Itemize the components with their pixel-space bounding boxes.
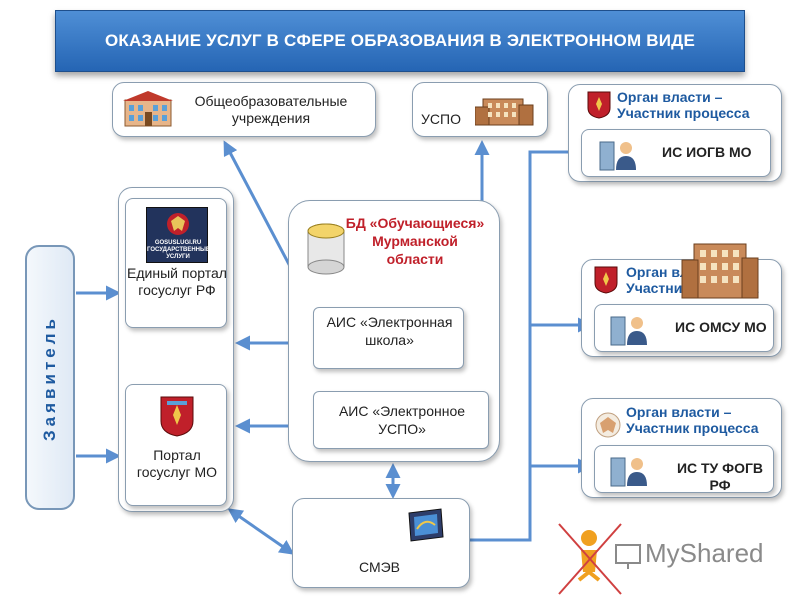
murmansk-coat-of-arms-icon xyxy=(160,396,194,437)
office-worker-icon xyxy=(610,457,647,487)
portal-mo-label: Портал госуслуг МО xyxy=(136,447,218,480)
system-iogv-label: ИС ИОГВ МО xyxy=(662,144,752,160)
authority-omsu-box: Орган власти – Участник процесса ИС ОМСУ… xyxy=(581,259,782,357)
smev-box: СМЭВ xyxy=(292,498,470,588)
system-fogv-label: ИС ТУ ФОГВ РФ xyxy=(676,460,764,493)
authority-iogv-title: Орган власти – Участник процесса xyxy=(617,89,750,121)
arrow-portal-smev xyxy=(227,508,295,555)
gosuslugi-logo: GOSUSLUGI.RU ГОСУДАРСТВЕННЫЕ УСЛУГИ xyxy=(146,207,210,263)
system-fogv-box: ИС ТУ ФОГВ РФ xyxy=(594,445,774,493)
smev-label: СМЭВ xyxy=(359,559,401,575)
school-building-icon xyxy=(123,91,173,127)
murmansk-coat-of-arms-icon xyxy=(594,266,618,294)
ais-uspo-box: АИС «Электронное УСПО» xyxy=(313,391,489,449)
slides-logo-icon xyxy=(615,544,641,569)
crossed-figure-icon xyxy=(558,523,622,595)
uspo-box: УСПО xyxy=(412,82,548,137)
authority-fogv-title: Орган власти – Участник процесса xyxy=(626,404,759,436)
banner-title: ОКАЗАНИЕ УСЛУГ В СФЕРЕ ОБРАЗОВАНИЯ В ЭЛЕ… xyxy=(105,31,695,50)
ais-uspo-label: АИС «Электронное УСПО» xyxy=(338,403,466,437)
authority-iogv-box: Орган власти – Участник процесса ИС ИОГВ… xyxy=(568,84,782,182)
russian-eagle-emblem-icon xyxy=(595,412,621,438)
portal-mo-box: Портал госуслуг МО xyxy=(125,384,227,506)
arrow-bus-fogv xyxy=(528,325,593,474)
eagle-emblem-icon xyxy=(167,213,189,235)
watermark-text: MyShared xyxy=(645,538,764,568)
murmansk-coat-of-arms-icon xyxy=(587,91,611,119)
gosuslugi-logo-text: GOSUSLUGI.RU ГОСУДАРСТВЕННЫЕ УСЛУГИ xyxy=(147,240,210,260)
building-icon xyxy=(475,98,534,126)
watermark: MyShared xyxy=(555,520,775,598)
authority-fogv-box: Орган власти – Участник процесса ИС ТУ Ф… xyxy=(581,398,782,498)
db-label: БД «Обучающиеся» Мурманской области xyxy=(345,215,485,267)
schools-label: Общеобразовательные учреждения xyxy=(194,93,348,126)
ais-school-box: АИС «Электронная школа» xyxy=(313,307,464,369)
ais-school-label: АИС «Электронная школа» xyxy=(326,314,453,348)
network-screen-icon xyxy=(408,508,444,542)
schools-box: Общеобразовательные учреждения xyxy=(112,82,376,137)
system-omsu-label: ИС ОМСУ МО xyxy=(675,319,767,335)
database-icon xyxy=(307,223,345,275)
ais-container: БД «Обучающиеся» Мурманской области АИС … xyxy=(288,200,500,462)
portal-rf-box: GOSUSLUGI.RU ГОСУДАРСТВЕННЫЕ УСЛУГИ Един… xyxy=(125,198,227,328)
office-worker-icon xyxy=(599,141,636,171)
portals-container: GOSUSLUGI.RU ГОСУДАРСТВЕННЫЕ УСЛУГИ Един… xyxy=(118,187,234,512)
office-worker-icon xyxy=(610,316,647,346)
municipal-building-icon xyxy=(681,243,759,299)
uspo-label: УСПО xyxy=(421,111,461,127)
applicant-block: Заявитель xyxy=(25,245,75,510)
portal-rf-label: Единый портал госуслуг РФ xyxy=(127,265,227,298)
system-omsu-box: ИС ОМСУ МО xyxy=(594,304,774,352)
applicant-label: Заявитель xyxy=(40,314,59,441)
system-iogv-box: ИС ИОГВ МО xyxy=(581,129,771,177)
header-banner: ОКАЗАНИЕ УСЛУГ В СФЕРЕ ОБРАЗОВАНИЯ В ЭЛЕ… xyxy=(55,10,745,72)
